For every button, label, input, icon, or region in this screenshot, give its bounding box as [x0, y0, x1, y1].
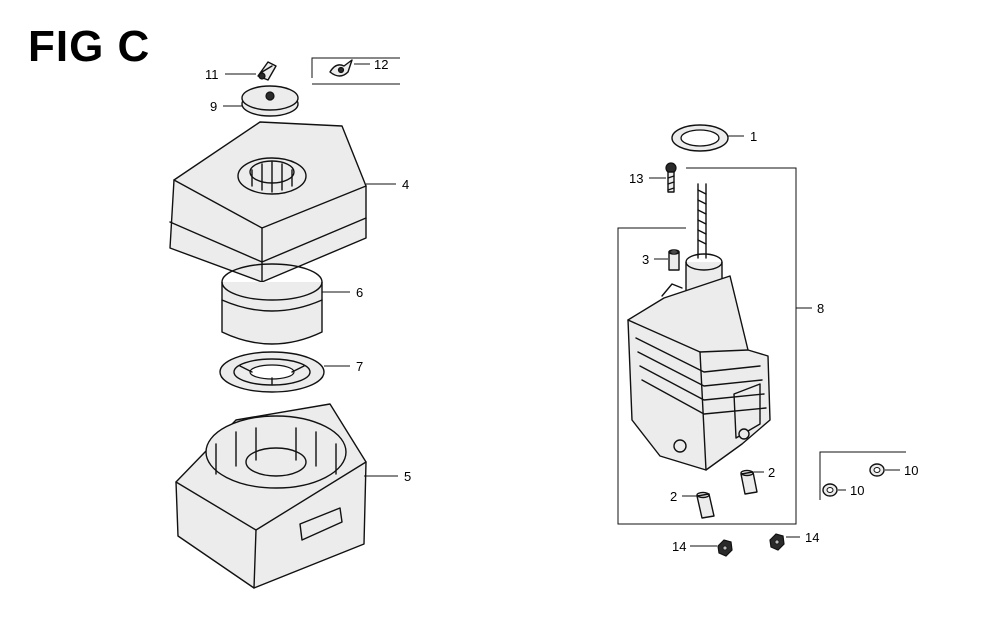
- part-8-muffler: [627, 183, 771, 471]
- callout-12: 12: [374, 57, 388, 72]
- callout-14-right: 14: [805, 530, 819, 545]
- figure-title: FIG C: [28, 22, 151, 71]
- callout-4: 4: [402, 177, 409, 192]
- callout-11: 11: [205, 67, 219, 82]
- callout-2-upper: 2: [768, 465, 775, 480]
- part-8-bracket: [617, 167, 797, 525]
- part-2-stud-b: [740, 469, 758, 495]
- part-7-gasket: [219, 351, 325, 393]
- callout-8: 8: [817, 301, 824, 316]
- callout-5: 5: [404, 469, 411, 484]
- part-2-stud-a: [696, 491, 715, 519]
- callout-14-left: 14: [672, 539, 686, 554]
- callout-2-lower: 2: [670, 489, 677, 504]
- part-4-air-cleaner-cover: [169, 121, 367, 283]
- callout-10-right: 10: [904, 463, 918, 478]
- part-13-screw: [665, 162, 677, 193]
- part-14-nut-a: [717, 539, 733, 557]
- part-11-wing-bolt: [257, 61, 277, 81]
- part-9-washer: [241, 85, 299, 117]
- part-6-filter-element: [221, 263, 323, 345]
- leader-lines: [223, 63, 900, 547]
- callout-7: 7: [356, 359, 363, 374]
- callout-13: 13: [629, 171, 643, 186]
- callout-1: 1: [750, 129, 757, 144]
- callout-labels: 11 12 9 4 6 7 5 1 13 3 8 2 2 14 14 10 10: [205, 57, 918, 554]
- callout-10-left: 10: [850, 483, 864, 498]
- callout-6: 6: [356, 285, 363, 300]
- part-14-nut-b: [769, 533, 785, 551]
- part-12-clip: [311, 57, 400, 85]
- callout-9: 9: [210, 99, 217, 114]
- part-1-gasket-ring: [671, 124, 729, 152]
- callout-3: 3: [642, 252, 649, 267]
- part-10-nuts: [819, 451, 906, 500]
- part-5-air-cleaner-base: [175, 403, 367, 589]
- part-3-pin: [668, 249, 680, 271]
